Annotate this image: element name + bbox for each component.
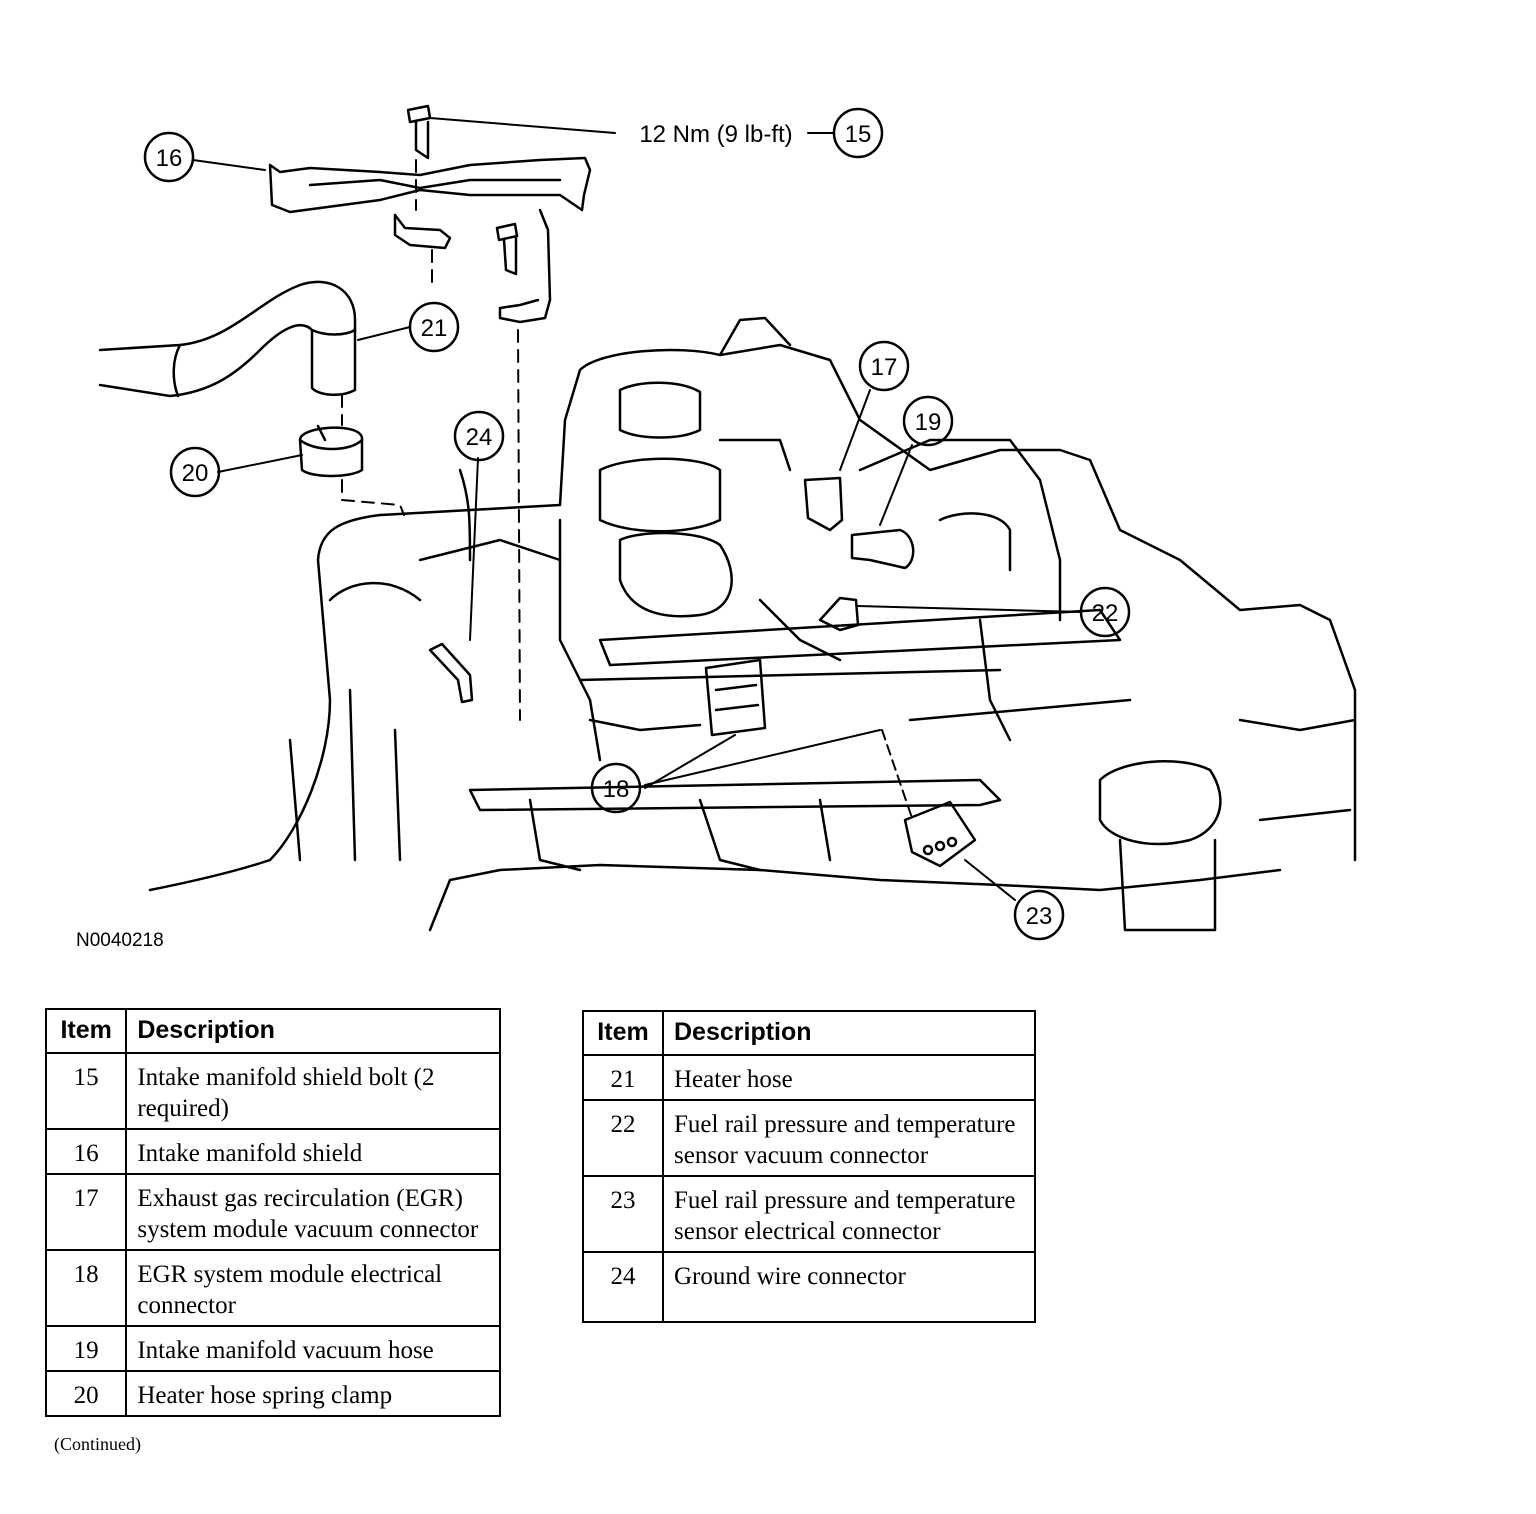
table-row: 24 Ground wire connector (582, 1251, 1036, 1323)
table-header-row: Item Description (44, 1008, 501, 1054)
table-row: 21 Heater hose (582, 1054, 1036, 1101)
item-number: 24 (582, 1251, 664, 1323)
item-description: Fuel rail pressure and temperature senso… (662, 1099, 1036, 1177)
callout-15: 15 (845, 121, 872, 148)
frpt-vacuum-connector-drawing (818, 596, 860, 632)
table-row: 18 EGR system module electrical connecto… (44, 1249, 501, 1327)
item-description: Fuel rail pressure and temperature senso… (662, 1175, 1036, 1253)
header-description: Description (662, 1010, 1036, 1056)
item-description: Exhaust gas recirculation (EGR) system m… (125, 1173, 501, 1251)
table-row: 19 Intake manifold vacuum hose (44, 1325, 501, 1372)
item-number: 21 (582, 1054, 664, 1101)
engine-body-drawing (148, 316, 1357, 932)
frpt-electrical-connector-drawing (881, 729, 977, 868)
item-number: 20 (44, 1370, 128, 1417)
item-number: 23 (582, 1175, 664, 1253)
item-number: 18 (44, 1249, 128, 1327)
legend-table-left: Item Description 15 Intake manifold shie… (44, 1008, 501, 1417)
legend-table-right: Item Description 21 Heater hose 22 Fuel … (582, 1010, 1036, 1323)
header-description: Description (125, 1008, 501, 1054)
item-description: Intake manifold shield (125, 1128, 501, 1175)
item-number: 15 (44, 1052, 128, 1130)
figure-id: N0040218 (76, 930, 164, 951)
item-number: 16 (44, 1128, 128, 1175)
callout-16: 16 (156, 145, 183, 172)
callout-23: 23 (1026, 903, 1053, 930)
continued-note: (Continued) (54, 1434, 141, 1454)
ground-wire-connector-drawing (428, 642, 474, 704)
item-number: 17 (44, 1173, 128, 1251)
item-description: Heater hose (662, 1054, 1036, 1101)
callout-17: 17 (871, 354, 898, 381)
item-description: Heater hose spring clamp (125, 1370, 501, 1417)
table-row: 20 Heater hose spring clamp (44, 1370, 501, 1417)
torque-spec: 12 Nm (9 lb-ft) (639, 121, 792, 148)
engine-diagram: 15 16 17 18 19 20 21 22 23 24 12 Nm (9 l… (98, 104, 1357, 941)
callout-20: 20 (182, 460, 209, 487)
table-row: 22 Fuel rail pressure and temperature se… (582, 1099, 1036, 1177)
intake-manifold-shield-drawing (268, 156, 592, 324)
callout-19: 19 (915, 409, 942, 436)
header-item: Item (582, 1010, 664, 1056)
table-row: 16 Intake manifold shield (44, 1128, 501, 1175)
callout-24: 24 (466, 424, 493, 451)
callout-21: 21 (421, 315, 448, 342)
item-description: Intake manifold shield bolt (2 required) (125, 1052, 501, 1130)
vacuum-hose-drawing (850, 528, 915, 570)
egr-electrical-connector-drawing (704, 658, 767, 737)
item-description: Intake manifold vacuum hose (125, 1325, 501, 1372)
item-number: 19 (44, 1325, 128, 1372)
item-description: Ground wire connector (662, 1251, 1036, 1323)
table-row: 23 Fuel rail pressure and temperature se… (582, 1175, 1036, 1253)
egr-vacuum-connector-drawing (803, 476, 844, 532)
table-header-row: Item Description (582, 1010, 1036, 1056)
spring-clamp-drawing (298, 424, 364, 478)
header-item: Item (44, 1008, 128, 1054)
callout-18: 18 (603, 776, 630, 803)
heater-hose-drawing (98, 280, 357, 398)
item-description: EGR system module electrical connector (125, 1249, 501, 1327)
table-row: 17 Exhaust gas recirculation (EGR) syste… (44, 1173, 501, 1251)
item-number: 22 (582, 1099, 664, 1177)
table-row: 15 Intake manifold shield bolt (2 requir… (44, 1052, 501, 1130)
callout-22: 22 (1092, 600, 1119, 627)
